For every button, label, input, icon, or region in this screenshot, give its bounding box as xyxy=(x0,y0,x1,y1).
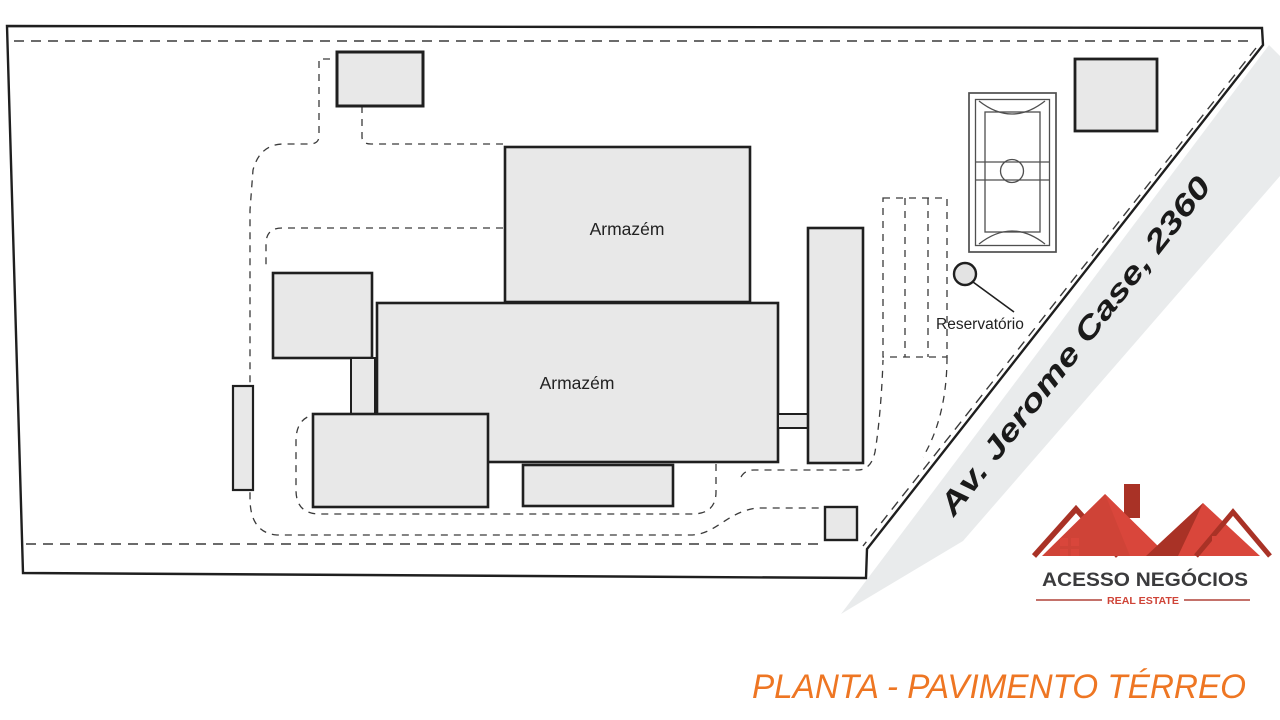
warehouse-top-label: Armazém xyxy=(590,219,665,239)
tank-arc-bottom xyxy=(978,230,1046,245)
reservoir-label: Reservatório xyxy=(936,316,1024,333)
boundary-dashed-diagonal xyxy=(862,47,1257,547)
dashed-loop-west xyxy=(249,58,822,536)
logo-window-right xyxy=(1212,536,1231,554)
boundary-dashed-lines xyxy=(14,40,1257,547)
street-band xyxy=(841,45,1280,614)
tank-inner xyxy=(974,98,1051,247)
building-south xyxy=(521,463,675,508)
building-small-southeast xyxy=(823,505,859,542)
tank-structure xyxy=(968,92,1057,253)
logo-gable-right-shade xyxy=(1146,503,1203,556)
logo-roof-outline-right xyxy=(1194,508,1272,558)
building-thin-west xyxy=(231,384,255,492)
building-southwest xyxy=(311,412,490,509)
connector-east xyxy=(777,413,809,429)
logo-company-name: ACESSO NEGÓCIOS xyxy=(1042,569,1248,591)
reservoir-callout: Reservatório xyxy=(936,261,1024,333)
dashed-link-mid xyxy=(265,227,503,270)
logo-chimney xyxy=(1124,484,1140,518)
dashed-link-top-building xyxy=(361,106,503,145)
tank-arc-top xyxy=(978,100,1046,115)
reservoir-leader-line xyxy=(972,281,1015,313)
buildings xyxy=(231,50,1159,542)
page-title: PLANTA - PAVIMENTO TÉRREO xyxy=(752,668,1246,706)
warehouse-top xyxy=(503,145,752,304)
tank-field xyxy=(984,111,1041,233)
logo-tagline: REAL ESTATE xyxy=(1107,595,1179,607)
warehouse-main-label: Armazém xyxy=(540,373,615,393)
building-tall-east xyxy=(806,226,865,465)
logo-window-left xyxy=(1060,538,1079,556)
building-small-top xyxy=(335,50,425,108)
building-square-northeast xyxy=(1073,57,1159,133)
dashed-east-drive xyxy=(740,359,884,478)
building-west xyxy=(271,271,374,360)
logo-houses xyxy=(1031,484,1272,558)
connector-west xyxy=(350,357,376,415)
reservoir-marker xyxy=(952,261,978,287)
tank-outer xyxy=(968,92,1057,253)
tank-center-circle xyxy=(999,158,1025,184)
dashed-east-curve xyxy=(922,356,948,458)
dashed-inner-loop xyxy=(295,414,717,515)
logo-gable-left-shade xyxy=(1105,494,1168,556)
internal-dashed-paths xyxy=(249,58,948,536)
dashed-structure-outline xyxy=(882,197,948,358)
logo: ACESSO NEGÓCIOS REAL ESTATE xyxy=(1031,484,1272,607)
